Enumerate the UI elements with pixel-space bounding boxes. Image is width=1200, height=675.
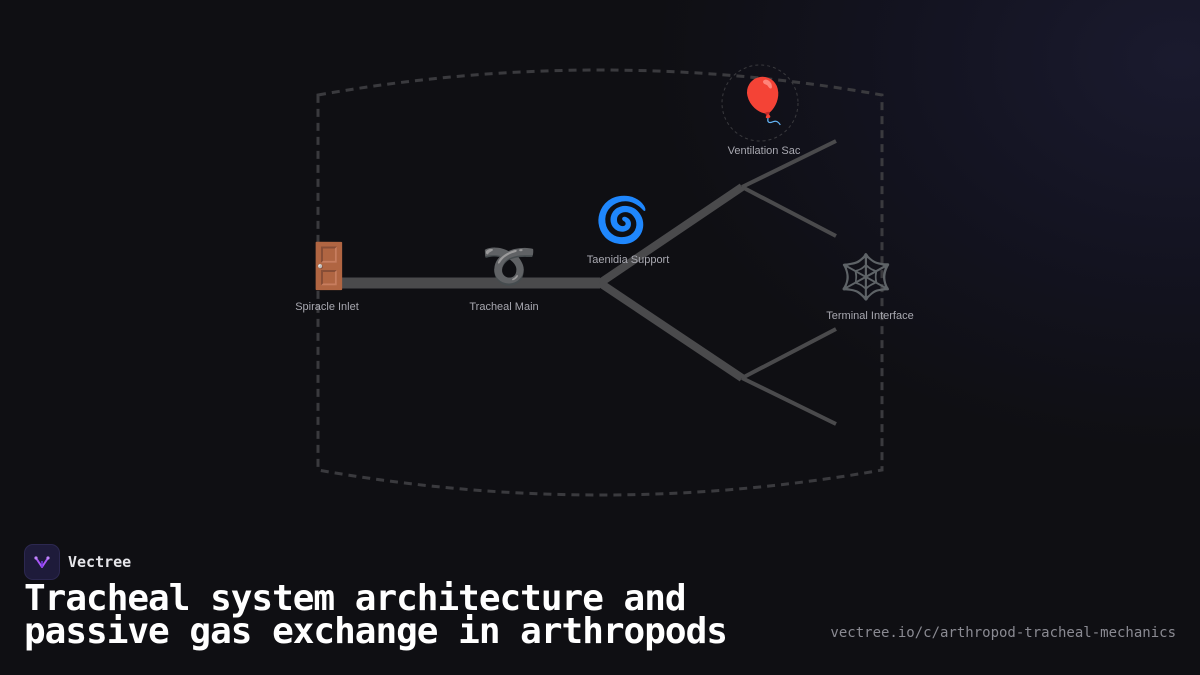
cyclone-icon: 🌀 — [594, 195, 650, 246]
spider-web-icon: 🕸️ — [838, 252, 894, 303]
primary-branch-lower — [597, 279, 745, 382]
tracheal-main-label: Tracheal Main — [469, 301, 539, 313]
curly-loop-icon: ➰ — [481, 241, 537, 292]
tracheole-lower-2 — [741, 376, 837, 426]
tracheole-upper-1 — [741, 139, 837, 189]
terminal-interface-label: Terminal Interface — [826, 310, 914, 322]
source-url: vectree.io/c/arthropod-tracheal-mechanic… — [830, 625, 1176, 641]
body-boundary — [316, 68, 884, 497]
ventilation-sac-ring — [721, 64, 799, 142]
spiracle-inlet-label: Spiracle Inlet — [295, 301, 359, 313]
tracheole-upper-2 — [741, 185, 837, 238]
brand: Vectree — [24, 544, 131, 580]
ventilation-sac-label: Ventilation Sac — [727, 145, 801, 157]
taenidia-support-label: Taenidia Support — [586, 254, 670, 266]
brand-name: Vectree — [68, 553, 132, 571]
balloon-icon: 🎈 — [735, 76, 791, 127]
door-icon: 🚪 — [301, 241, 357, 292]
vectree-logo-icon — [24, 544, 60, 580]
tracheole-lower-1 — [741, 327, 837, 380]
primary-branch-upper — [597, 183, 745, 287]
page-title: Tracheal system architecture and passive… — [24, 578, 728, 652]
